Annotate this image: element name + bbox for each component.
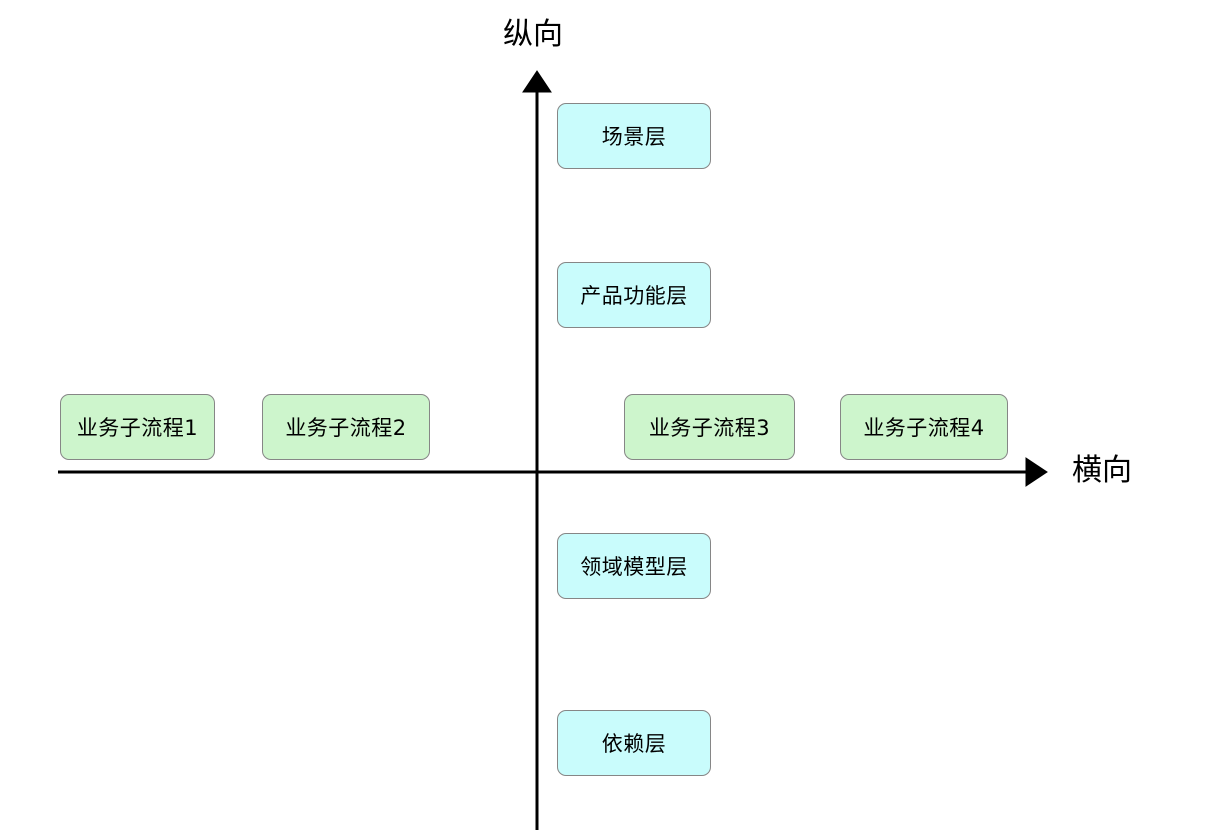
horizontal-axis-label: 横向 <box>1072 453 1132 488</box>
node-subprocess-2[interactable]: 业务子流程2 <box>262 394 430 460</box>
node-domain-layer[interactable]: 领域模型层 <box>557 533 711 599</box>
node-label: 依赖层 <box>601 732 667 756</box>
node-dependency-layer[interactable]: 依赖层 <box>557 710 711 776</box>
node-label: 场景层 <box>601 125 667 149</box>
node-label: 业务子流程1 <box>76 416 199 440</box>
vertical-axis-label: 纵向 <box>503 17 563 52</box>
node-subprocess-4[interactable]: 业务子流程4 <box>840 394 1008 460</box>
node-label: 领域模型层 <box>580 555 688 579</box>
node-subprocess-3[interactable]: 业务子流程3 <box>624 394 795 460</box>
node-label: 业务子流程2 <box>285 416 407 440</box>
node-label: 业务子流程4 <box>863 416 985 440</box>
node-label: 业务子流程3 <box>648 416 771 440</box>
node-subprocess-1[interactable]: 业务子流程1 <box>60 394 215 460</box>
node-label: 产品功能层 <box>580 284 688 308</box>
node-scene-layer[interactable]: 场景层 <box>557 103 711 169</box>
node-product-layer[interactable]: 产品功能层 <box>557 262 711 328</box>
